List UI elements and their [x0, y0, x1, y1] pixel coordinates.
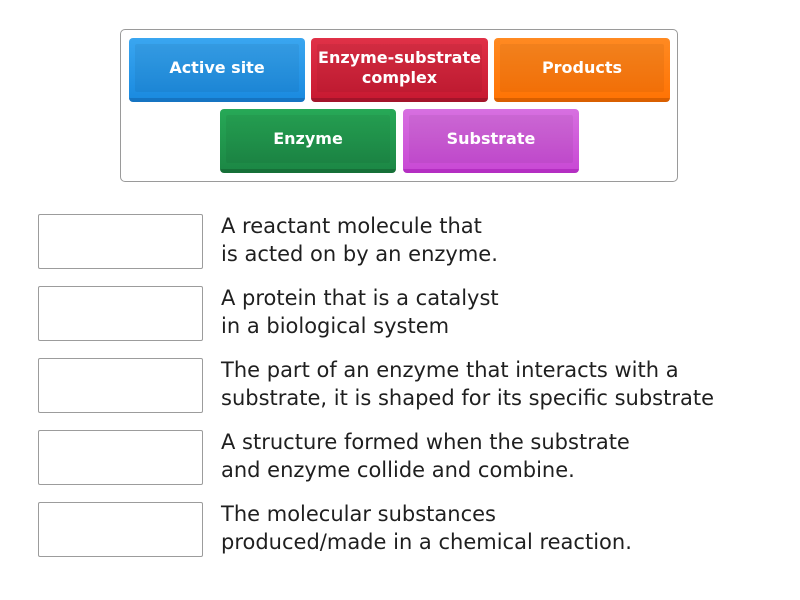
definition-4: A structure formed when the substrate an… [221, 430, 630, 482]
tile-substrate[interactable]: Substrate [403, 109, 579, 173]
tile-products[interactable]: Products [494, 38, 670, 102]
definition-3: The part of an enzyme that interacts wit… [221, 358, 714, 410]
tile-active-site[interactable]: Active site [129, 38, 305, 102]
definition-5: The molecular substances produced/made i… [221, 502, 632, 554]
drop-slot-2[interactable] [38, 286, 203, 341]
definition-1: A reactant molecule that is acted on by … [221, 214, 498, 266]
drop-slot-3[interactable] [38, 358, 203, 413]
definition-2: A protein that is a catalyst in a biolog… [221, 286, 499, 338]
tile-enzyme[interactable]: Enzyme [220, 109, 396, 173]
drop-slot-1[interactable] [38, 214, 203, 269]
tile-label: Products [541, 58, 623, 77]
tile-label: Substrate [446, 129, 536, 148]
tile-label: Enzyme [273, 129, 343, 148]
drop-slot-4[interactable] [38, 430, 203, 485]
tile-label: Active site [169, 58, 265, 77]
drop-slot-5[interactable] [38, 502, 203, 557]
